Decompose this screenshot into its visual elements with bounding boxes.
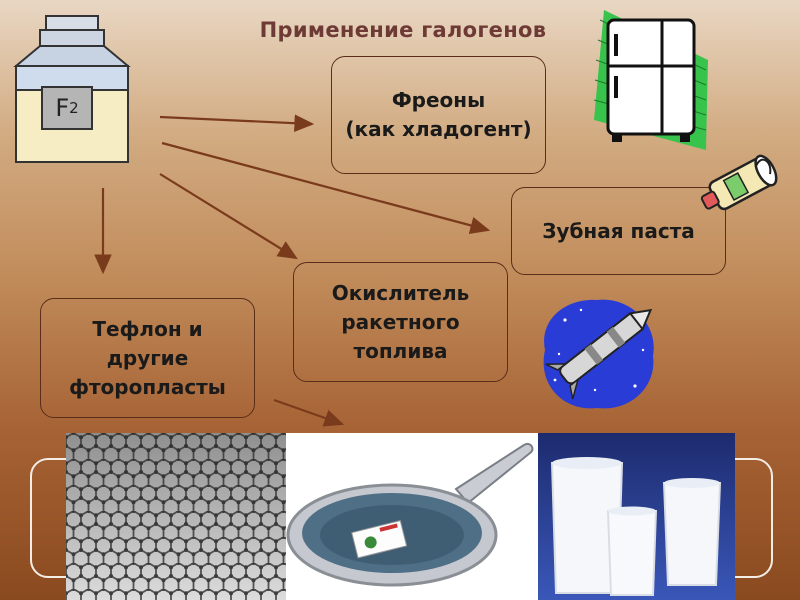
ptfe-beakers-image [538, 433, 735, 600]
arrow-to-oxidizer [160, 174, 296, 258]
arrow-to-photos [274, 400, 342, 424]
oxidizer-box: Окислитель ракетного топлива [293, 262, 508, 382]
freons-box: Фреоны (как хладогент) [331, 56, 546, 174]
refrigerator-icon [586, 0, 716, 160]
teflon-frying-pan-image [286, 433, 538, 600]
toothpaste-tube-icon [694, 146, 784, 226]
rocket-icon [535, 290, 660, 415]
teflon-box: Тефлон и другие фторопласты [40, 298, 255, 418]
graphene-lattice-image [66, 433, 286, 600]
arrow-to-freons [160, 117, 312, 124]
